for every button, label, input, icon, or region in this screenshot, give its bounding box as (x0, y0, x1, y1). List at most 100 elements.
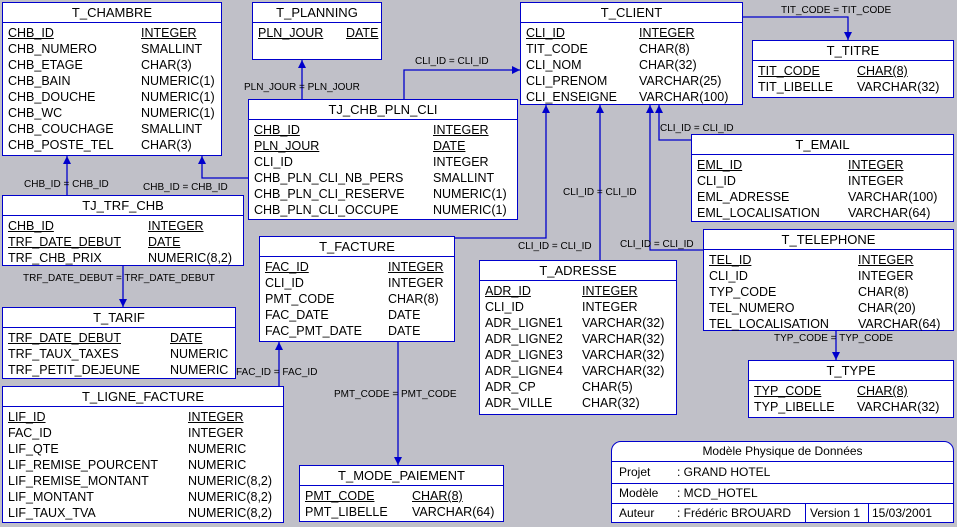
column-name: ADR_VILLE (485, 396, 553, 410)
column-type: CHAR(32) (582, 396, 640, 410)
column-type: NUMERIC(8,2) (188, 490, 273, 504)
column-type: CHAR(3) (141, 58, 192, 72)
info-auteur-label: Auteur (619, 506, 655, 520)
table-title: T_FACTURE (260, 237, 454, 257)
table-title: TJ_CHB_PLN_CLI (249, 100, 517, 120)
rel-label-tit-code: TIT_CODE = TIT_CODE (781, 5, 892, 16)
column-type: CHAR(8) (858, 285, 909, 299)
rel-label-fac-id: FAC_ID = FAC_ID (236, 367, 318, 378)
column-name: ADR_ID (485, 284, 531, 298)
column-name: ADR_LIGNE1 (485, 316, 563, 330)
column-type: CHAR(20) (858, 301, 916, 315)
column-type: VARCHAR(100) (639, 90, 729, 104)
column-type: CHAR(8) (857, 384, 908, 398)
column-type: NUMERIC (188, 458, 247, 472)
column-name: CLI_ID (709, 269, 748, 283)
column-type: INTEGER (639, 26, 695, 40)
column-name: CHB_COUCHAGE (8, 122, 114, 136)
column-type: DATE (170, 331, 203, 345)
column-row[interactable]: ADR_VILLE CHAR(32) (485, 395, 676, 411)
rel-label-cli-id-b: CLI_ID = CLI_ID (660, 123, 734, 134)
model-info-box: Modèle Physique de Données Projet : GRAN… (611, 441, 954, 523)
column-name: LIF_ID (8, 410, 46, 424)
rel-line-cli-id-a (403, 69, 520, 99)
info-modele-label: Modèle (619, 486, 659, 500)
